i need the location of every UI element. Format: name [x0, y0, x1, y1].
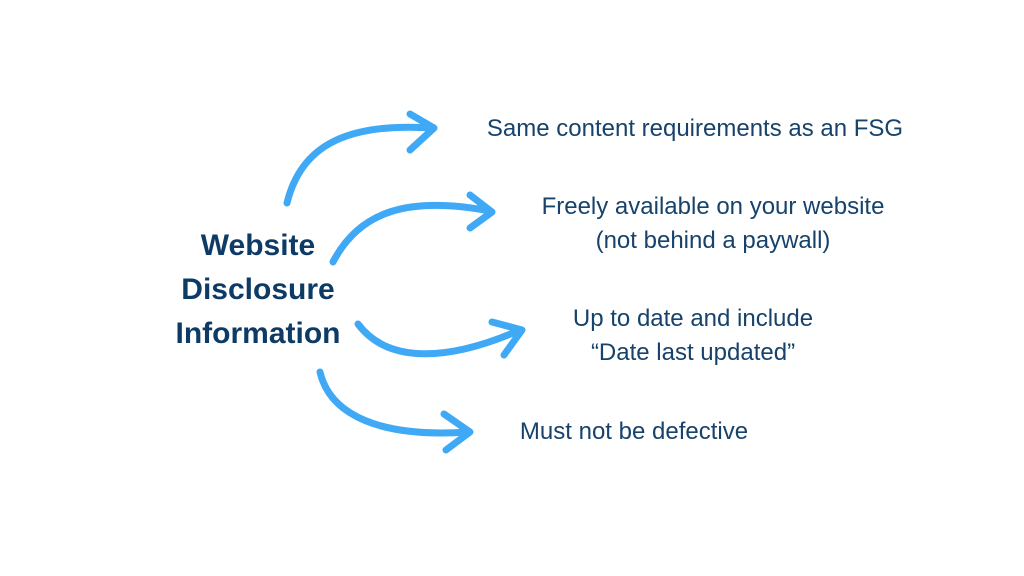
arrow-3 — [354, 318, 526, 359]
point-freely-available: Freely available on your website (not be… — [500, 190, 926, 258]
point-text: (not behind a paywall) — [595, 227, 831, 254]
arrow-2 — [329, 191, 496, 266]
point-not-defective: Must not be defective — [474, 415, 794, 449]
point-text: Must not be defective — [519, 418, 749, 445]
point-text: Same content requirements as an FSG — [486, 115, 904, 142]
point-text: Freely available on your website — [541, 193, 885, 220]
point-text: “Date last updated” — [590, 339, 796, 366]
point-same-content: Same content requirements as an FSG — [440, 112, 950, 146]
point-up-to-date: Up to date and include “Date last update… — [520, 302, 866, 370]
central-topic: Website Disclosure Information — [150, 224, 366, 356]
central-topic-line-2: Disclosure — [181, 273, 335, 306]
central-topic-line-1: Website — [200, 229, 316, 262]
point-text: Up to date and include — [572, 305, 814, 332]
arrow-1 — [283, 110, 438, 207]
central-topic-line-3: Information — [175, 317, 341, 350]
arrow-4 — [316, 368, 474, 454]
